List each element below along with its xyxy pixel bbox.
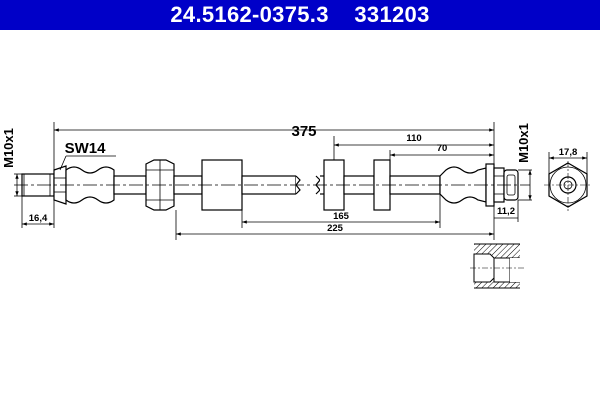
dim-110-label: 110 [406, 133, 421, 144]
dim-165-label: 165 [333, 211, 350, 222]
title-bar: 24.5162-0375.3 331203 [0, 0, 600, 30]
dim-17-8-lines [548, 152, 588, 174]
section-view-port [470, 243, 524, 289]
dim-70-label: 70 [437, 143, 448, 154]
dim-16-4-label: 16,4 [29, 213, 48, 224]
title-text: 24.5162-0375.3 331203 [170, 2, 429, 28]
dim-17-8-label: 17,8 [559, 147, 578, 158]
wrench-size-label: SW14 [65, 140, 107, 157]
dim-375-label: 375 [291, 123, 316, 140]
dimension-lines [14, 122, 532, 240]
reference-number: 331203 [354, 2, 430, 27]
dim-11-2-label: 11,2 [497, 206, 515, 217]
dim-225-label: 225 [327, 223, 344, 234]
right-thread-label: M10x1 [516, 123, 531, 163]
left-thread-label: M10x1 [1, 128, 16, 168]
end-view-hex [544, 161, 592, 211]
sw14-leader [59, 155, 67, 171]
part-number: 24.5162-0375.3 [170, 2, 329, 27]
